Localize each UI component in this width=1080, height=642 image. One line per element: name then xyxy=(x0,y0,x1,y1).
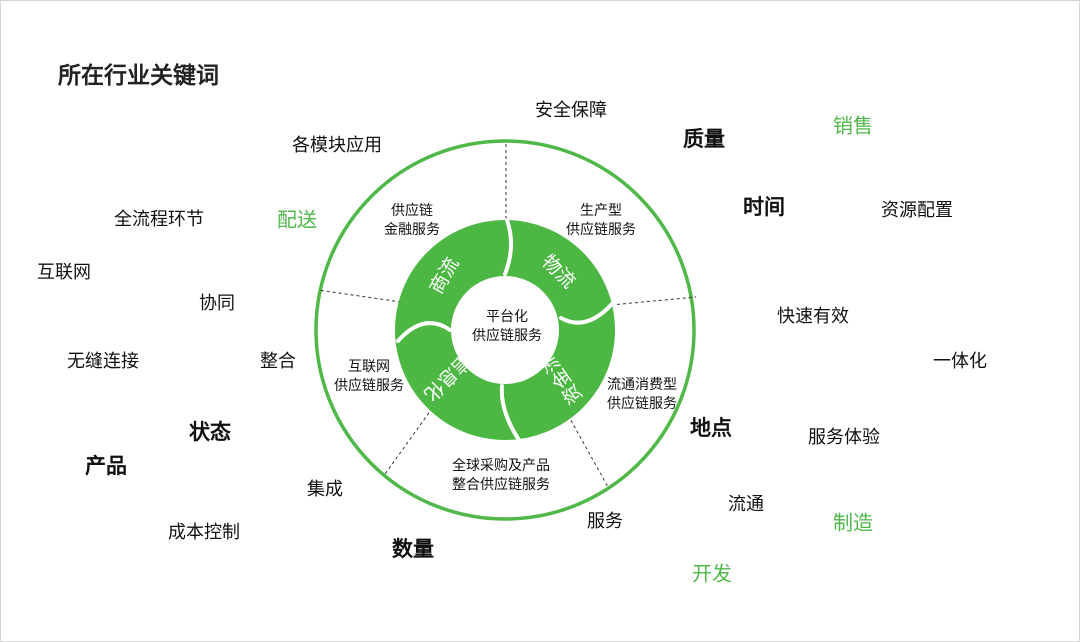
center-label-line2: 供应链服务 xyxy=(472,327,542,344)
keyword-label: 服务体验 xyxy=(808,427,880,448)
keyword-label: 全流程环节 xyxy=(114,209,204,230)
keyword-label: 产品 xyxy=(85,454,127,478)
divider-bottom-left xyxy=(384,402,437,475)
keyword-label: 流通 xyxy=(728,494,764,515)
keyword-label: 制造 xyxy=(833,510,873,535)
keyword-label: 质量 xyxy=(683,127,725,151)
page-title: 所在行业关键词 xyxy=(58,63,219,89)
keyword-label: 各模块应用 xyxy=(292,135,382,156)
keyword-label: 互联网 xyxy=(37,262,91,283)
segment-global-line2: 整合供应链服务 xyxy=(452,476,550,493)
keyword-label: 集成 xyxy=(307,479,343,500)
segment-finance-line2: 金融服务 xyxy=(384,222,440,238)
keyword-label: 数量 xyxy=(392,537,434,561)
keyword-label: 安全保障 xyxy=(535,100,607,121)
segment-internet-line2: 供应链服务 xyxy=(334,377,404,394)
divider-right xyxy=(610,296,697,306)
keyword-label: 一体化 xyxy=(933,351,987,372)
keyword-label: 开发 xyxy=(692,561,732,586)
keyword-label: 地点 xyxy=(690,416,732,440)
segment-global-line1: 全球采购及产品 xyxy=(452,457,550,474)
keyword-label: 成本控制 xyxy=(168,522,240,543)
keyword-label: 时间 xyxy=(743,195,785,219)
keyword-label: 状态 xyxy=(189,420,231,444)
keyword-label: 协同 xyxy=(199,293,235,314)
divider-left xyxy=(317,289,402,303)
keyword-label: 整合 xyxy=(260,351,296,372)
segment-finance-line1: 供应链 xyxy=(391,202,433,219)
outer-circle xyxy=(314,139,696,521)
keyword-label: 服务 xyxy=(587,511,623,532)
segment-production-line2: 供应链服务 xyxy=(566,221,636,238)
keyword-label: 资源配置 xyxy=(881,200,953,221)
ring-separators xyxy=(396,218,614,442)
segment-circulation-line1: 流通消费型 xyxy=(607,377,677,393)
keyword-label: 销售 xyxy=(833,113,873,138)
segment-internet-line1: 互联网 xyxy=(348,359,390,375)
divider-bottom-right xyxy=(567,414,609,488)
segment-production-line1: 生产型 xyxy=(580,203,622,219)
center-label-line1: 平台化 xyxy=(486,309,528,325)
segment-dividers xyxy=(317,141,697,488)
keyword-label: 无缝连接 xyxy=(67,351,139,372)
keyword-label: 配送 xyxy=(277,207,317,232)
segment-circulation-line2: 供应链服务 xyxy=(607,395,677,412)
keyword-label: 快速有效 xyxy=(777,306,849,327)
